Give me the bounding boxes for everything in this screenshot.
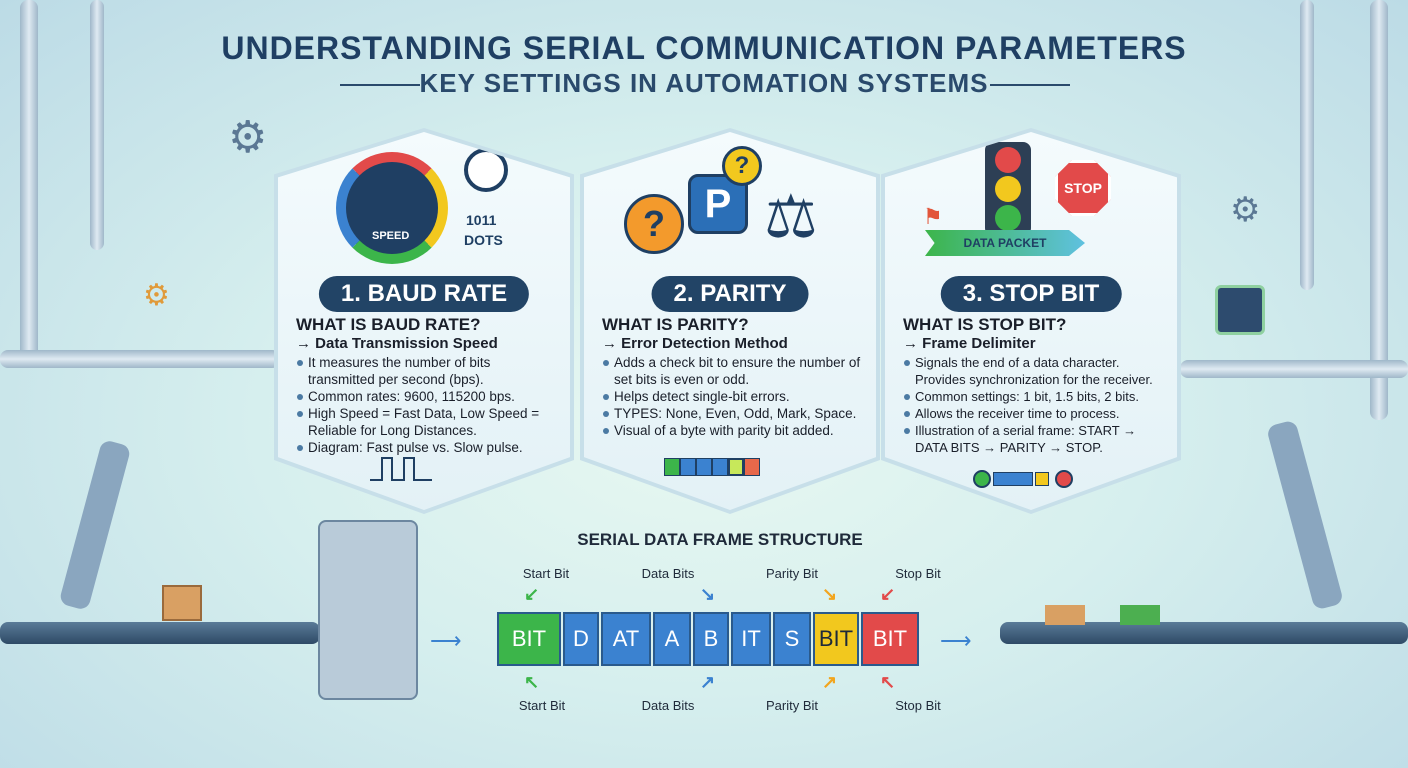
frame-cell-data: A [653, 612, 691, 666]
flag-icon: ⚑ [923, 204, 943, 229]
binary-text: 1011 [466, 212, 497, 228]
conveyor-left [0, 622, 320, 644]
card-question: WHAT IS STOP BIT? [903, 315, 1067, 334]
package-box [1120, 605, 1160, 625]
gear-icon: ⚙ [1230, 191, 1261, 229]
frame-cell-data: S [773, 612, 811, 666]
stop-sign-icon: STOP [1055, 160, 1111, 216]
package-box [162, 585, 202, 621]
arrow-icon: ↗ [700, 672, 716, 692]
card-lead: → Data Transmission Speed [296, 335, 498, 352]
parity-byte-visual [664, 458, 760, 476]
robot-arm-left [58, 439, 132, 611]
question-icon: ? [722, 146, 762, 186]
bottom-label-start-bit: Start Bit [518, 698, 566, 713]
subtitle-divider [990, 84, 1070, 86]
frame-cell-data: B [693, 612, 729, 666]
main-title: UNDERSTANDING SERIAL COMMUNICATION PARAM… [221, 30, 1187, 66]
conveyor-right [1000, 622, 1408, 644]
card-title: 1. BAUD RATE [318, 276, 530, 312]
serial-frame-visual [973, 470, 1073, 488]
bottom-label-parity-bit: Parity Bit [765, 698, 818, 713]
card-baud-rate: SPEED 1011 DOTS 1. BAUD RATE WHAT IS BAU… [278, 132, 570, 510]
arrow-icon: ↙ [524, 584, 540, 604]
pulse-diagram [370, 457, 432, 481]
card-lead: → Frame Delimiter [903, 335, 1036, 352]
balance-scale-icon: ⚖ [764, 183, 818, 250]
pipe-decoration [1300, 0, 1314, 290]
pipe-decoration [20, 0, 38, 360]
bullet: Common rates: 9600, 115200 bps. [296, 388, 558, 405]
bullet: Signals the end of a data character. Pro… [903, 354, 1165, 388]
bullet: Adds a check bit to ensure the number of… [602, 354, 864, 388]
top-label-data-bits: Data Bits [641, 566, 695, 581]
frame-cell-stop: BIT [861, 612, 919, 666]
card-title: 3. STOP BIT [940, 276, 1122, 312]
arrow-icon: ↙ [880, 584, 896, 604]
speed-label: SPEED [372, 230, 410, 242]
pipe-decoration [90, 0, 104, 250]
frame-title: SERIAL DATA FRAME STRUCTURE [577, 530, 863, 549]
arrow-icon: ↘ [822, 584, 838, 604]
frame-cell-data: IT [731, 612, 771, 666]
robot-arm-right [1265, 419, 1345, 611]
arrow-icon: ↗ [822, 672, 838, 692]
arrow-icon: ↘ [700, 584, 716, 604]
bullet: Helps detect single-bit errors. [602, 388, 864, 405]
bullet: It measures the number of bits transmitt… [296, 354, 558, 388]
input-arrow: ⟶ [430, 628, 462, 653]
top-label-stop-bit: Stop Bit [895, 566, 941, 581]
card-lead: → Error Detection Method [602, 335, 788, 352]
card-stop-bit: STOP DATA PACKET ⚑ 3. STOP BIT WHAT IS S… [885, 132, 1177, 510]
frame-cell-data: AT [601, 612, 651, 666]
frame-cell-parity: BIT [813, 612, 859, 666]
frame-cell-start: BIT [497, 612, 561, 666]
package-box [1045, 605, 1085, 625]
dots-text: DOTS [464, 232, 503, 248]
top-label-parity-bit: Parity Bit [765, 566, 818, 581]
card-question: WHAT IS BAUD RATE? [296, 315, 481, 334]
bottom-label-data-bits: Data Bits [641, 698, 695, 713]
gear-icon: ⚙ [228, 113, 268, 162]
subtitle-divider [340, 84, 420, 86]
subtitle: KEY SETTINGS IN AUTOMATION SYSTEMS [419, 68, 989, 98]
card-parity: ? P ? ⚖ 2. PARITY WHAT IS PARITY? → Erro… [584, 132, 876, 510]
pipe-decoration [0, 350, 280, 368]
pipe-decoration [1370, 0, 1388, 420]
bullet: Common settings: 1 bit, 1.5 bits, 2 bits… [903, 388, 1165, 405]
control-terminal [318, 520, 418, 700]
question-icon: ? [624, 194, 684, 254]
card-title: 2. PARITY [651, 276, 809, 312]
frame-cell-data: D [563, 612, 599, 666]
bullet: Visual of a byte with parity bit added. [602, 422, 864, 439]
pipe-decoration [1180, 360, 1408, 378]
gear-icon: ⚙ [143, 279, 170, 312]
bullet: TYPES: None, Even, Odd, Mark, Space. [602, 405, 864, 422]
chip-icon [1215, 285, 1265, 335]
traffic-light-icon [985, 142, 1031, 236]
bullet: High Speed = Fast Data, Low Speed = Reli… [296, 405, 558, 439]
speedometer-icon [336, 152, 448, 264]
bottom-label-stop-bit: Stop Bit [895, 698, 941, 713]
bullet: Illustration of a serial frame: START → … [903, 422, 1165, 456]
bullet: Diagram: Fast pulse vs. Slow pulse. [296, 439, 558, 456]
arrow-icon: ↖ [880, 672, 896, 692]
bullet: Allows the receiver time to process. [903, 405, 1165, 422]
data-packet-banner: DATA PACKET [925, 230, 1085, 256]
output-arrow: ⟶ [940, 628, 972, 653]
arrow-icon: ↖ [524, 672, 540, 692]
card-question: WHAT IS PARITY? [602, 315, 749, 334]
top-label-start-bit: Start Bit [522, 566, 570, 581]
